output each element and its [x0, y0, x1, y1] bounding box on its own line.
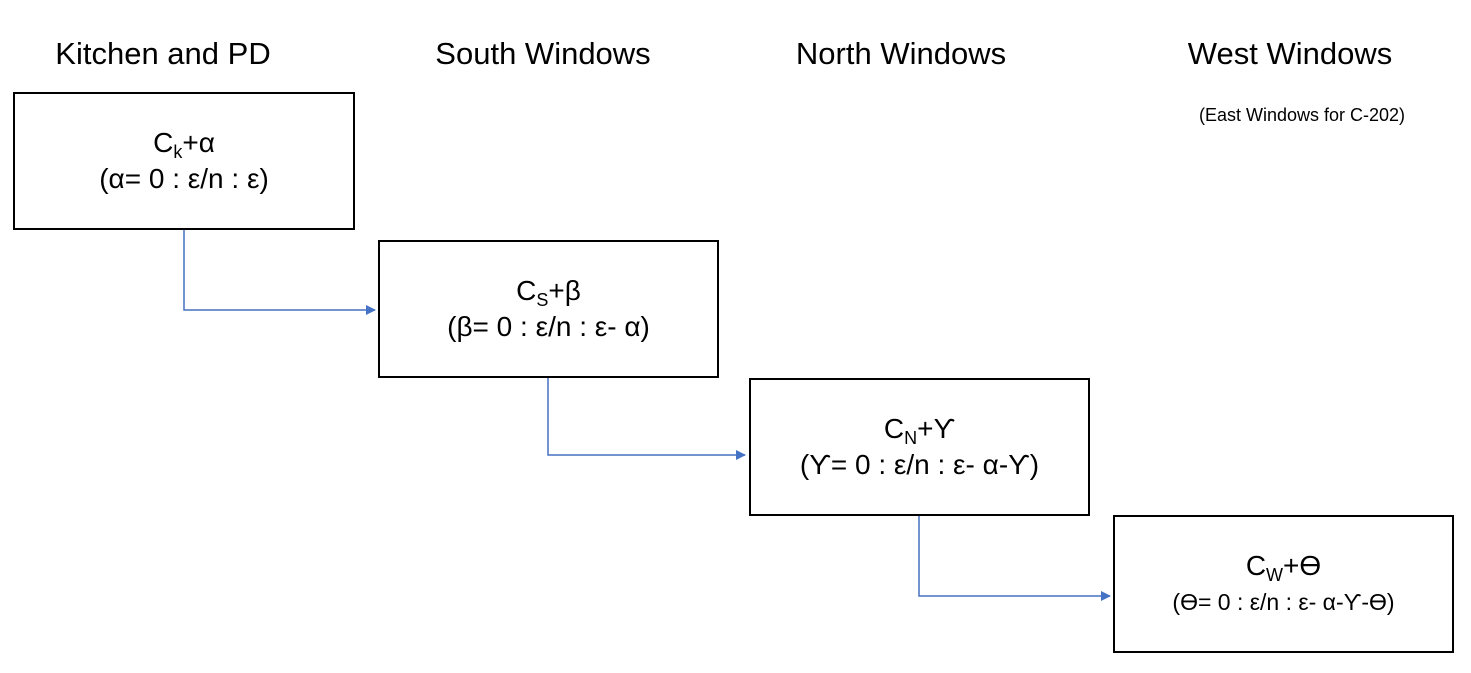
box-kitchen-expression: Ck+α — [153, 127, 215, 162]
column-title-south: South Windows — [435, 36, 651, 71]
column-title-kitchen: Kitchen and PD — [55, 36, 271, 71]
column-note-west: (East Windows for C-202) — [1198, 105, 1406, 125]
column-title-north: North Windows — [795, 36, 1007, 71]
box-kitchen: Ck+α (α= 0 : ε/n : ε) — [13, 92, 355, 230]
box-north-expression: CN+ϒ — [883, 413, 956, 448]
box-west: CW+ϴ (ϴ= 0 : ε/n : ε- α-ϒ-ϴ) — [1113, 515, 1454, 653]
connector-arrow-3 — [918, 516, 1111, 601]
box-west-expression: CW+ϴ — [1245, 550, 1322, 585]
box-kitchen-range: (α= 0 : ε/n : ε) — [99, 163, 269, 194]
box-south: CS+β (β= 0 : ε/n : ε- α) — [378, 240, 719, 378]
box-north-range: (ϒ= 0 : ε/n : ε- α-ϒ) — [799, 449, 1040, 480]
connector-arrow-1 — [183, 230, 376, 315]
box-south-expression: CS+β — [516, 275, 581, 310]
column-title-west: West Windows — [1187, 36, 1393, 71]
box-west-range: (ϴ= 0 : ε/n : ε- α-ϒ-ϴ) — [1172, 589, 1395, 615]
box-south-range: (β= 0 : ε/n : ε- α) — [447, 311, 650, 342]
box-north: CN+ϒ (ϒ= 0 : ε/n : ε- α-ϒ) — [749, 378, 1090, 516]
connector-arrow-2 — [547, 378, 746, 460]
